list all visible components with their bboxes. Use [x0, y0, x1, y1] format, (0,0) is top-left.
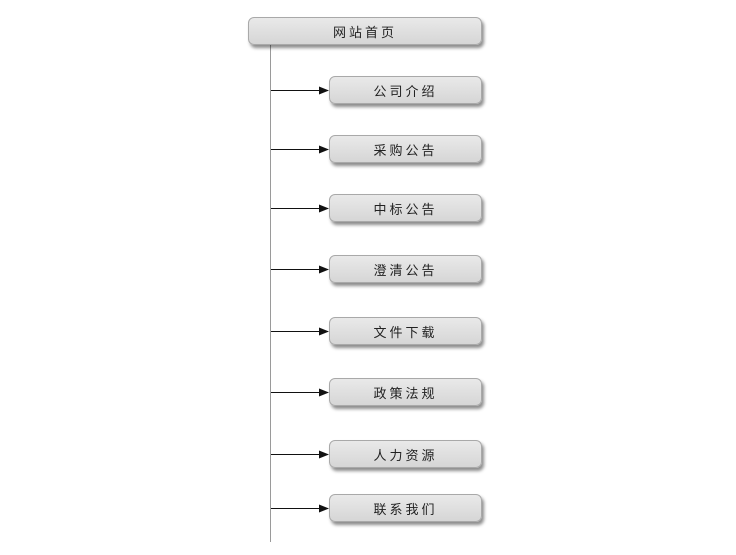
node-file-download[interactable]: 文件下载 [329, 317, 482, 345]
node-label: 中标公告 [373, 202, 438, 218]
node-label: 采购公告 [373, 143, 438, 159]
node-label: 联系我们 [373, 502, 438, 518]
node-label: 公司介绍 [373, 84, 438, 100]
node-label: 澄清公告 [373, 263, 438, 279]
node-human-resources[interactable]: 人力资源 [329, 440, 482, 468]
node-label: 文件下载 [373, 325, 438, 341]
node-procurement-notice[interactable]: 采购公告 [329, 135, 482, 163]
node-award-notice[interactable]: 中标公告 [329, 194, 482, 222]
node-label: 人力资源 [373, 448, 438, 464]
node-contact-us[interactable]: 联系我们 [329, 494, 482, 522]
node-policies-regulations[interactable]: 政策法规 [329, 378, 482, 406]
node-website-home[interactable]: 网站首页 [248, 17, 482, 45]
node-label: 网站首页 [332, 25, 397, 41]
node-label: 政策法规 [373, 386, 438, 402]
node-clarification-notice[interactable]: 澄清公告 [329, 255, 482, 283]
node-company-intro[interactable]: 公司介绍 [329, 76, 482, 104]
